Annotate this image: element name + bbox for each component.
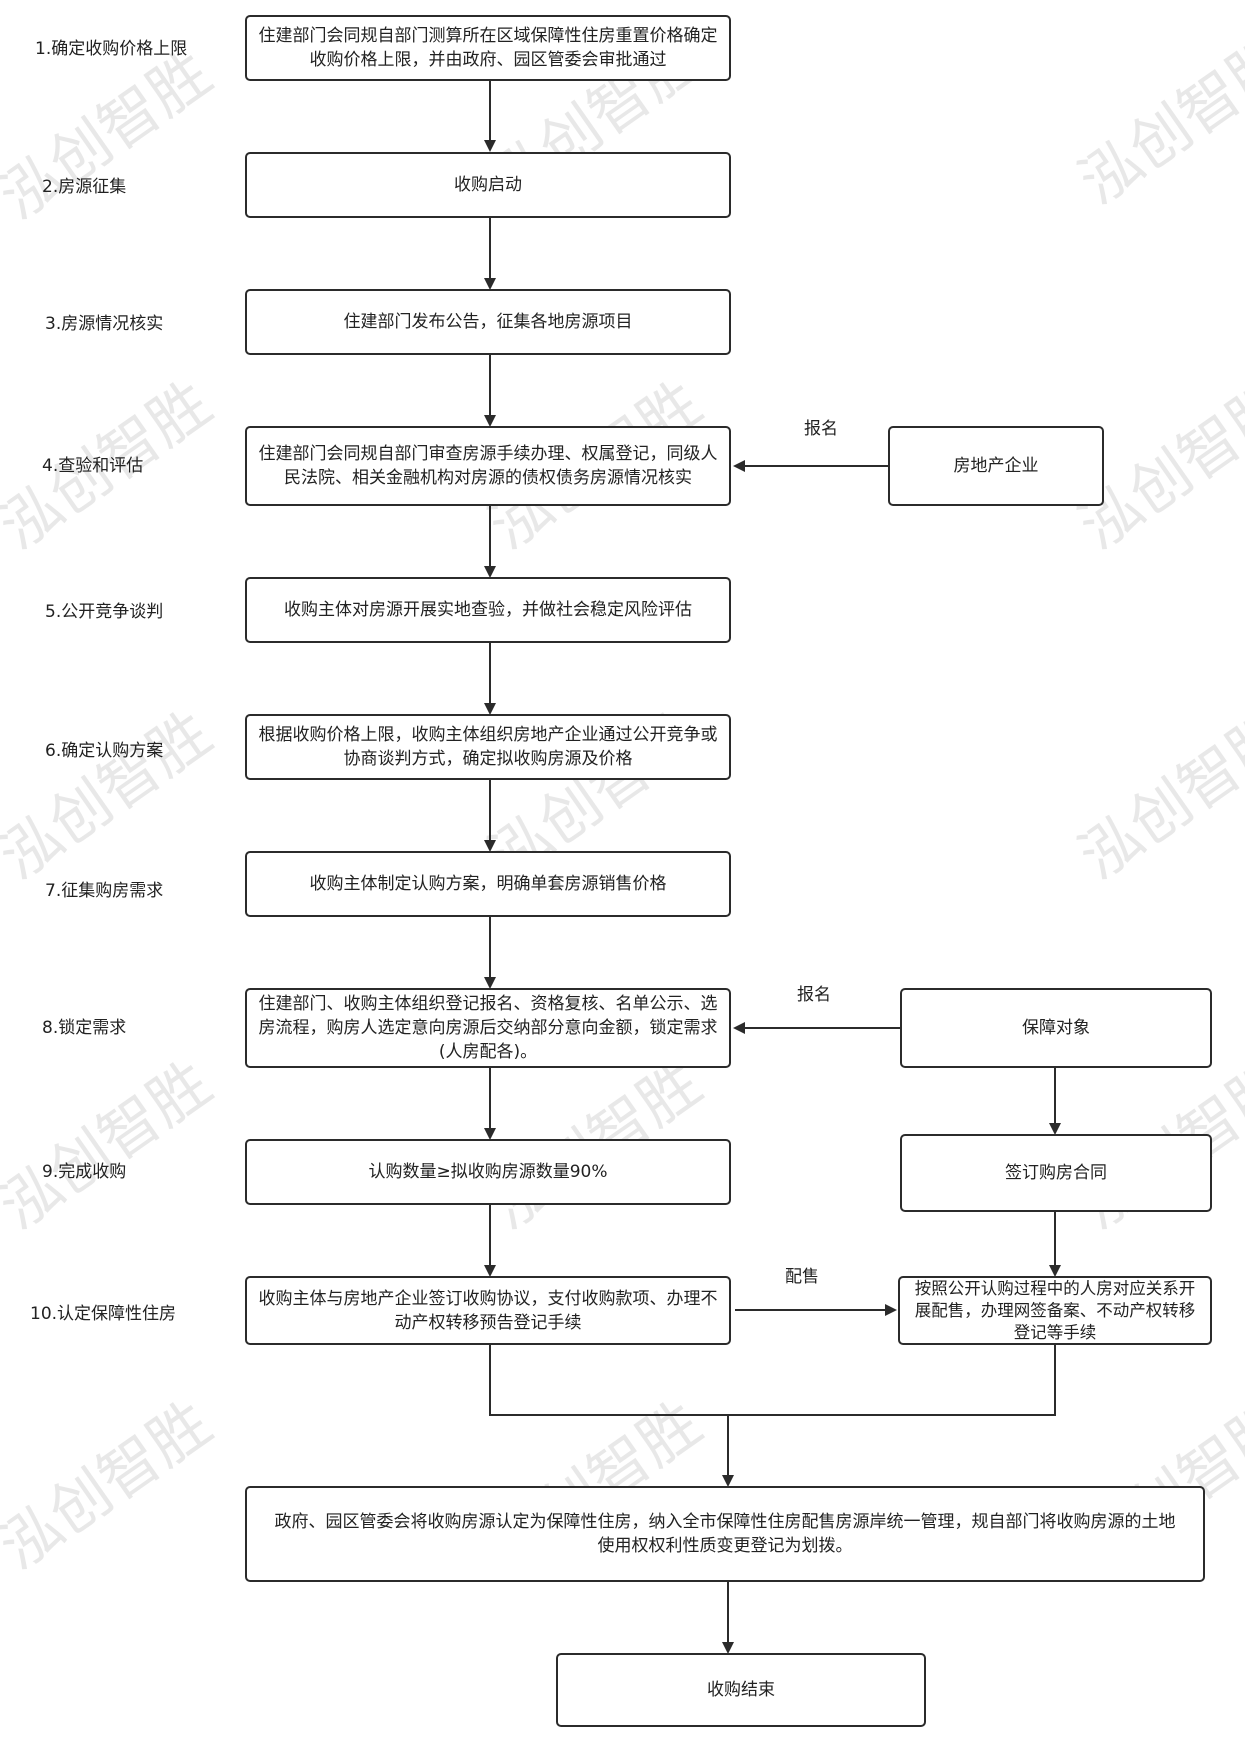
node-real-estate-company: 房地产企业 bbox=[888, 426, 1104, 506]
node-step-6: 根据收购价格上限，收购主体组织房地产企业通过公开竞争或协商谈判方式，确定拟收购房… bbox=[245, 714, 731, 780]
edge-label-allocation: 配售 bbox=[785, 1267, 819, 1287]
node-eligible-buyers: 保障对象 bbox=[900, 988, 1212, 1068]
node-sign-contract: 签订购房合同 bbox=[900, 1134, 1212, 1212]
node-final-designation: 政府、园区管委会将收购房源认定为保障性住房，纳入全市保障性住房配售房源岸统一管理… bbox=[245, 1486, 1205, 1582]
node-step-4: 住建部门会同规自部门审查房源手续办理、权属登记，同级人民法院、相关金融机构对房源… bbox=[245, 426, 731, 506]
node-step-7: 收购主体制定认购方案，明确单套房源销售价格 bbox=[245, 851, 731, 917]
edge-label-register: 报名 bbox=[804, 419, 838, 439]
node-step-10: 收购主体与房地产企业签订收购协议，支付收购款项、办理不动产权转移预告登记手续 bbox=[245, 1276, 731, 1345]
edge-merge bbox=[489, 1345, 1056, 1416]
step-label: 5.公开竞争谈判 bbox=[45, 602, 164, 622]
edge-label-register: 报名 bbox=[797, 985, 831, 1005]
step-label: 6.确定认购方案 bbox=[45, 741, 164, 761]
node-allocation: 按照公开认购过程中的人房对应关系开展配售，办理网签备案、不动产权转移登记等手续 bbox=[898, 1276, 1212, 1345]
node-step-9: 认购数量≥拟收购房源数量90% bbox=[245, 1139, 731, 1205]
step-label: 8.锁定需求 bbox=[42, 1018, 127, 1038]
node-step-5: 收购主体对房源开展实地查验，并做社会稳定风险评估 bbox=[245, 577, 731, 643]
step-label: 4.查验和评估 bbox=[42, 456, 144, 476]
node-step-8: 住建部门、收购主体组织登记报名、资格复核、名单公示、选房流程，购房人选定意向房源… bbox=[245, 988, 731, 1068]
step-label: 3.房源情况核实 bbox=[45, 314, 164, 334]
step-label: 10.认定保障性住房 bbox=[30, 1304, 177, 1324]
node-step-1: 住建部门会同规自部门测算所在区域保障性住房重置价格确定收购价格上限，并由政府、园… bbox=[245, 15, 731, 81]
step-label: 9.完成收购 bbox=[42, 1162, 127, 1182]
step-label: 1.确定收购价格上限 bbox=[35, 39, 188, 59]
node-step-2: 收购启动 bbox=[245, 152, 731, 218]
node-step-3: 住建部门发布公告，征集各地房源项目 bbox=[245, 289, 731, 355]
step-label: 2.房源征集 bbox=[42, 177, 127, 197]
step-label: 7.征集购房需求 bbox=[45, 881, 164, 901]
node-end: 收购结束 bbox=[556, 1653, 926, 1727]
